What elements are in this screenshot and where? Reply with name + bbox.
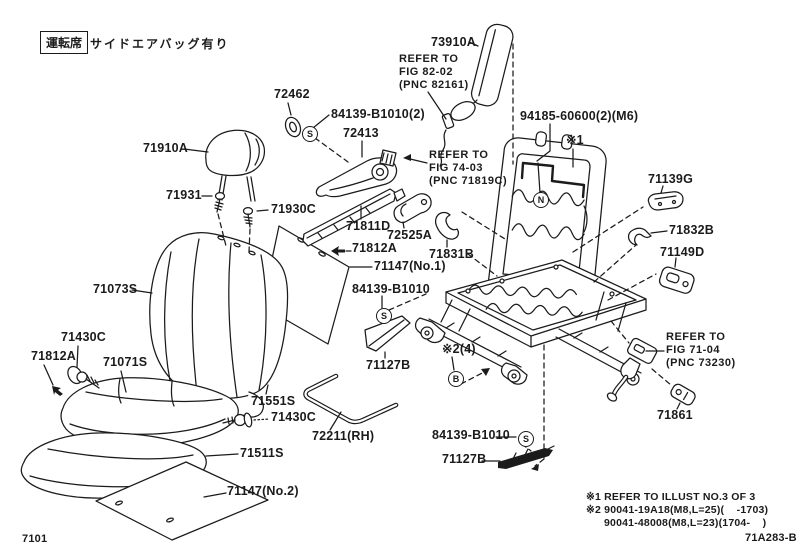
dashed-lines [217, 43, 672, 467]
hook-71832B-shape [627, 227, 652, 246]
handle-cap-hatched-shape [379, 149, 397, 167]
figure-code: 7101 [22, 533, 48, 545]
part-label-71551S: 71551S [251, 394, 296, 408]
screw-marker-s2: S [376, 308, 392, 324]
seat-frame-shape [414, 131, 647, 386]
footnote-ref1: ※1 REFER TO ILLUST NO.3 OF 3 [586, 491, 756, 503]
part-label-72413: 72413 [343, 126, 379, 140]
headrest-screws [214, 191, 254, 228]
part-label-73910A: 73910A [431, 35, 476, 49]
ref2-qty-marker: ※2(4) [442, 342, 476, 356]
lock-lever-72525A-shape [393, 193, 432, 224]
seatback-cover-shape [149, 232, 289, 418]
refer-fig-71-04-note: REFER TO FIG 71-04 (PNC 73230) [666, 331, 736, 369]
bolt-marker-b: B [448, 371, 464, 387]
bracket-71861-shape [670, 383, 696, 406]
part-label-71139G: 71139G [648, 172, 693, 186]
part-label-71930C: 71930C [271, 202, 316, 216]
headrest-shape [205, 129, 266, 202]
part-label-71147-no1: 71147(No.1) [374, 259, 446, 273]
part-label-71812A-mid: 71812A [352, 241, 397, 255]
hook-71831B-shape [435, 211, 459, 240]
arrowheads [403, 154, 539, 471]
part-label-84139-B1010-x2: 84139-B1010(2) [331, 107, 425, 121]
recliner-handle-shape [315, 157, 398, 198]
part-label-71861: 71861 [657, 408, 693, 422]
part-label-71812A-left: 71812A [31, 349, 76, 363]
grommet-72462-shape [284, 116, 302, 138]
part-label-84139-B1010-mid: 84139-B1010 [352, 282, 430, 296]
refer-fig-82-02-note: REFER TO FIG 82-02 (PNC 82161) [399, 53, 469, 91]
part-label-71149D: 71149D [660, 245, 705, 259]
part-label-71430C-lower: 71430C [271, 410, 316, 424]
part-label-84139-B1010-bottom: 84139-B1010 [432, 428, 510, 442]
belt-buckle-shape [606, 337, 658, 402]
part-label-71831B: 71831B [429, 247, 474, 261]
shield-71127B-bottom-shape [498, 445, 555, 469]
refer-fig-74-03-note: REFER TO FIG 74-03 (PNC 71819C) [429, 149, 508, 187]
part-label-94185-60600: 94185-60600(2)(M6) [520, 109, 639, 123]
part-label-71910A: 71910A [143, 141, 188, 155]
part-label-71127B-bottom: 71127B [442, 452, 487, 466]
leader-lines [43, 41, 681, 498]
screw-71430C-upper-shape [67, 365, 100, 389]
screw-marker-s3: S [518, 431, 534, 447]
heater-pad-no2-shape [95, 461, 269, 541]
part-label-72211-RH: 72211(RH) [312, 429, 375, 443]
part-label-71073S: 71073S [93, 282, 138, 296]
part-label-71511S: 71511S [240, 446, 284, 460]
drawing-code: 71A283-B [745, 532, 797, 544]
bracket-71139G-shape [647, 191, 684, 211]
side-airbag-note: サイドエアバッグ有り [90, 37, 230, 51]
part-label-71127B-mid: 71127B [366, 358, 411, 372]
driver-seat-box-label: 運転席 [40, 31, 89, 54]
screw-marker-s1: S [302, 126, 318, 142]
footnote-ref2-bolt-old: ※2 90041-19A18(M8,L=25)( -1703) [586, 504, 769, 516]
footnote-ref2-bolt-new: 90041-48008(M8,L=23)(1704- ) [604, 517, 767, 529]
ref1-marker: ※1 [566, 133, 584, 147]
part-label-71931: 71931 [166, 188, 202, 202]
nut-marker-n: N [533, 192, 549, 208]
bracket-71149D-shape [658, 266, 695, 294]
part-label-71832B: 71832B [669, 223, 714, 237]
part-label-71811D: 71811D [346, 219, 391, 233]
part-label-72525A: 72525A [387, 228, 432, 242]
clip-71812A-left-shape [52, 386, 63, 396]
screw-71430C-lower-shape [222, 412, 253, 428]
part-label-71071S: 71071S [103, 355, 148, 369]
part-label-71147-no2: 71147(No.2) [227, 484, 299, 498]
belt-guide-wire-shape [303, 373, 399, 425]
side-shield-71811D-shape [302, 188, 406, 247]
part-label-72462: 72462 [274, 87, 310, 101]
part-label-71430C-upper: 71430C [61, 330, 106, 344]
shield-71127B-mid-shape [364, 315, 411, 352]
clip-71812A-mid-shape [331, 246, 345, 256]
